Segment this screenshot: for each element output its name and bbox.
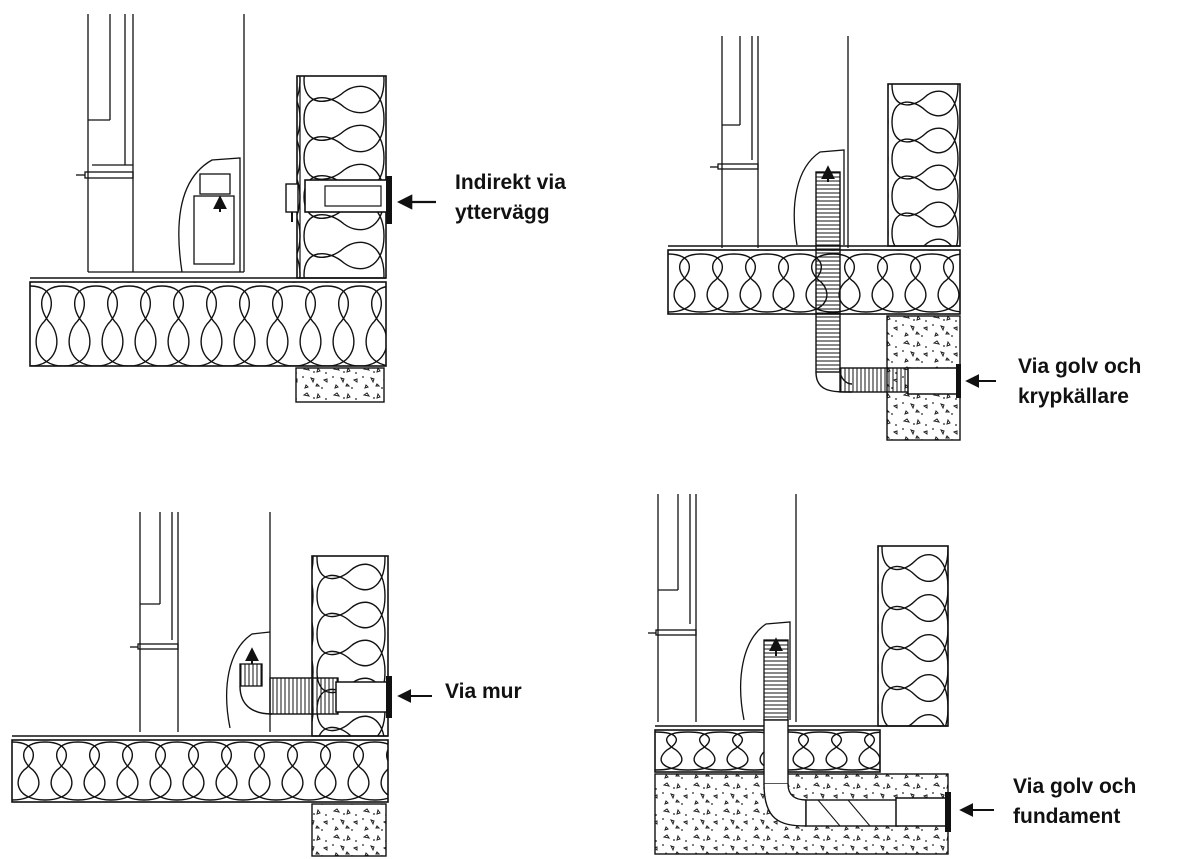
appliance-d xyxy=(648,494,797,722)
floor-insulation-a xyxy=(29,281,387,367)
label-line: Via golv och xyxy=(1018,355,1142,378)
label-line: Indirekt via xyxy=(455,171,566,194)
label-line: yttervägg xyxy=(455,201,550,224)
label-line: fundament xyxy=(1013,805,1121,828)
panel-floor-crawlspace xyxy=(667,36,996,441)
appliance-b xyxy=(710,36,849,248)
label-line: Via mur xyxy=(445,680,522,703)
wall-insulation-d xyxy=(877,545,949,727)
appliance-a xyxy=(76,14,245,273)
label-floor-crawlspace: Via golv och krypkällare xyxy=(1018,352,1141,412)
panel-indirect-wall xyxy=(29,14,436,403)
foundation-a xyxy=(295,367,385,403)
flex-duct-c xyxy=(239,663,392,718)
foundation-c xyxy=(311,803,387,857)
panel-masonry xyxy=(11,512,432,857)
label-indirect-wall: Indirekt via yttervägg xyxy=(455,168,566,228)
wall-insulation-a xyxy=(296,75,387,279)
duct-a xyxy=(304,179,390,213)
label-line: krypkällare xyxy=(1018,385,1129,408)
panel-floor-foundation xyxy=(648,494,994,855)
label-floor-foundation: Via golv och fundament xyxy=(1013,772,1136,832)
appliance-c xyxy=(130,512,271,732)
wall-insulation-b xyxy=(887,83,961,247)
flex-duct-b xyxy=(815,171,961,398)
floor-insulation-c xyxy=(11,739,389,803)
floor-insulation-b xyxy=(667,249,961,315)
label-line: Via golv och xyxy=(1013,775,1137,798)
label-masonry: Via mur xyxy=(445,677,522,707)
